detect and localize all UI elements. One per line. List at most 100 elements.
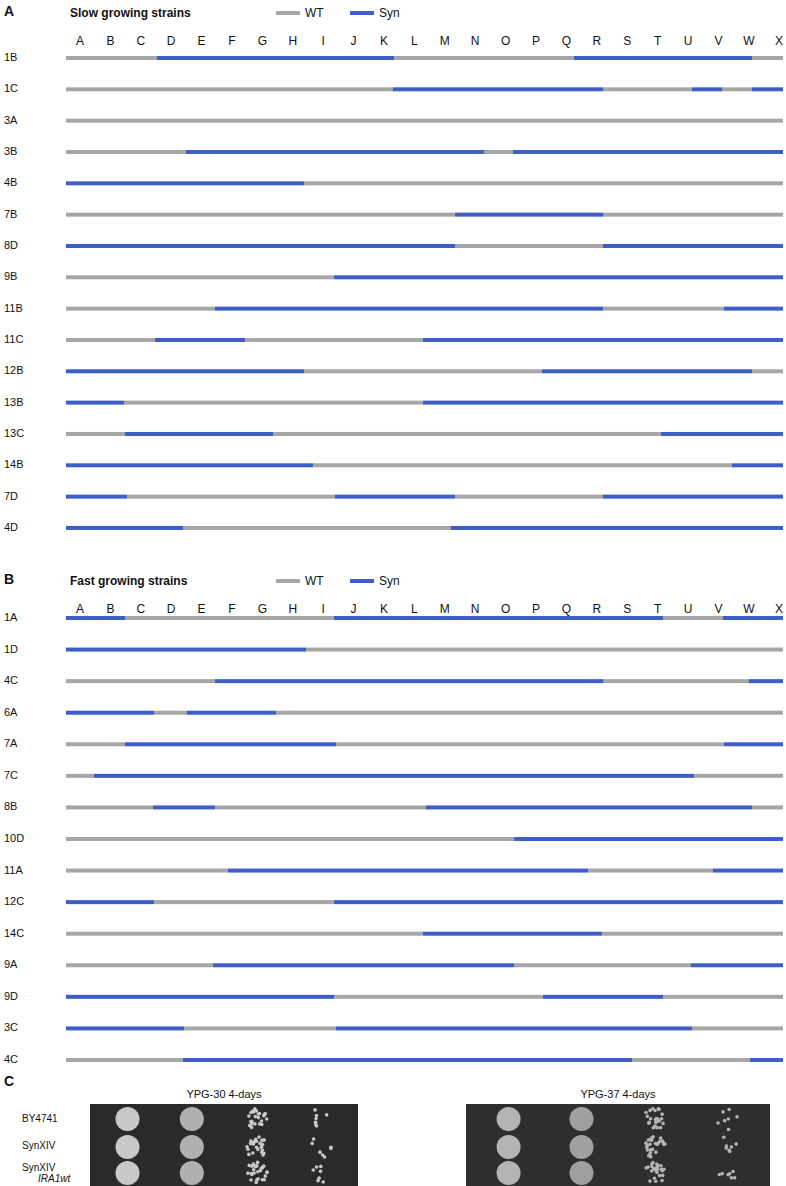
strain-name: 7A [4,738,17,749]
chromosome-segment [66,56,157,60]
legend-text: WT [305,575,324,587]
chromosome-segment [304,369,542,373]
chromosome-segment [732,463,783,467]
yeast-colony [265,1117,269,1121]
chromosome-segment [603,307,724,311]
strain-name: 13C [4,428,24,439]
yeast-colony [318,1150,322,1154]
chromosome-segment [66,432,125,436]
column-letter: K [380,603,388,615]
chromosome-segment [513,150,783,154]
yeast-colony [646,1148,650,1152]
chromosome-segment [752,805,783,809]
strain-name: 6A [4,707,17,718]
strain-name: 1C [4,83,18,94]
chromosome-segment [313,463,732,467]
chromosome-segment [66,150,186,154]
column-letter: J [351,603,357,615]
chromosome-segment [514,837,783,841]
chromosome-segment [66,805,153,809]
yeast-colony [315,1165,319,1169]
chromosome-segment [125,742,336,746]
chromosome-segment [186,150,484,154]
chromosome-segment [66,711,154,715]
column-letter: B [106,35,114,47]
yeast-colony [734,1142,738,1146]
column-letter: Q [562,35,571,47]
panel-letter: A [4,4,14,18]
yeast-spot [570,1135,594,1159]
chromosome-segment [750,1058,783,1062]
chromosome-segment [334,900,783,904]
chromosome-segment [66,463,313,467]
yeast-colony [731,1170,735,1174]
strain-name: IRA1wt [38,1174,70,1184]
yeast-spot [116,1161,140,1185]
chromosome-segment [183,1058,632,1062]
chromosome-segment [692,1026,783,1030]
yeast-colony [660,1112,664,1116]
yeast-colony [321,1153,325,1157]
column-letter: L [411,603,418,615]
column-letter: D [167,603,176,615]
chromosome-segment [157,56,394,60]
column-letter: X [775,603,783,615]
yeast-colony [246,1171,250,1175]
chromosome-segment [335,495,455,499]
strain-name: SynXIV [22,1141,55,1151]
yeast-colony [325,1113,329,1117]
chromosome-segment [184,1026,336,1030]
yeast-colony [319,1165,323,1169]
strain-name: 8D [4,240,18,251]
yeast-colony [720,1172,724,1176]
chromosome-segment [306,648,783,652]
column-letter: G [258,603,267,615]
yeast-colony [728,1172,732,1176]
yeast-colony [250,1122,254,1126]
strain-name: 4D [4,522,18,533]
strain-name: 11A [4,865,23,876]
strain-name: 9A [4,959,17,970]
chromosome-segment [215,307,603,311]
yeast-colony [314,1117,318,1121]
chromosome-segment [692,87,722,91]
column-letter: C [136,35,145,47]
yeast-colony [657,1107,661,1111]
chromosome-segment [66,963,213,967]
yeast-colony [260,1150,264,1154]
strain-name: 10D [4,833,24,844]
yeast-colony [654,1150,658,1154]
legend-swatch [276,579,300,583]
panel-letter: B [4,572,14,586]
strain-name: 3A [4,115,17,126]
yeast-colony [256,1177,260,1181]
yeast-colony [313,1108,317,1112]
yeast-colony [716,1121,720,1125]
chromosome-segment [394,56,574,60]
chromosome-segment [752,369,783,373]
strain-name: BY4741 [22,1114,58,1124]
strain-name: 14C [4,928,24,939]
yeast-colony [651,1161,655,1165]
yeast-colony [250,1164,254,1168]
chromosome-segment [542,369,752,373]
strain-name: 1A [4,612,17,623]
yeast-colony [256,1161,260,1165]
chromosome-segment [66,369,304,373]
yeast-spot [180,1161,204,1185]
legend-text: WT [305,7,324,19]
yeast-spot [570,1107,594,1131]
yeast-colony [646,1165,650,1169]
strain-name: 8B [4,801,17,812]
strain-name: 11B [4,303,23,314]
plate-photo [90,1104,358,1186]
chromosome-segment [632,1058,750,1062]
plate-photo [466,1104,770,1186]
chromosome-segment [603,87,692,91]
yeast-spot [570,1161,594,1185]
column-letter: T [654,35,661,47]
column-letter: U [684,603,693,615]
strain-name: 1B [4,52,17,63]
yeast-colony [647,1138,651,1142]
